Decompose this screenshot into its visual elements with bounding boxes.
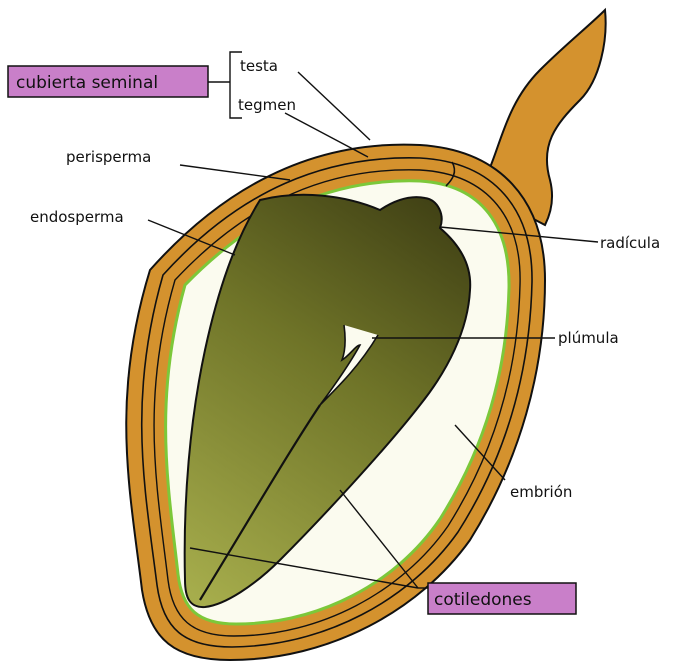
cotiledones-label: cotiledones <box>434 590 532 610</box>
perisperma-label: perisperma <box>66 148 151 166</box>
endosperma-label: endosperma <box>30 208 124 226</box>
cubierta-seminal-label: cubierta seminal <box>16 73 158 93</box>
embrion-label: embrión <box>510 483 572 501</box>
testa-label: testa <box>240 57 278 75</box>
radicula-label: radícula <box>600 234 660 252</box>
tegmen-label: tegmen <box>238 96 296 114</box>
plumula-label: plúmula <box>558 329 619 347</box>
